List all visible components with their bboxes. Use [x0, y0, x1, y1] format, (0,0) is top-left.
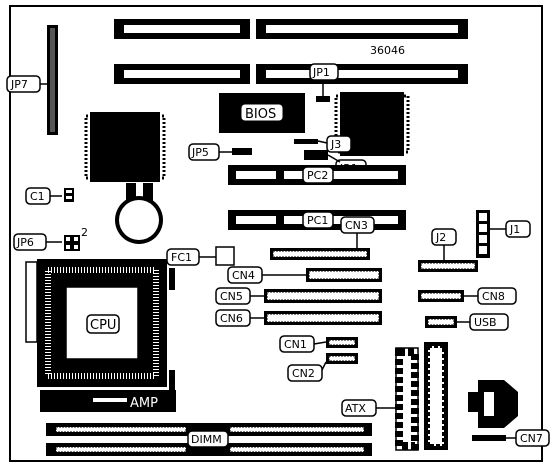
svg-text:JP7: JP7: [10, 78, 28, 91]
svg-text:CN1: CN1: [284, 338, 307, 351]
svg-text:PC1: PC1: [307, 214, 328, 227]
svg-text:CPU: CPU: [90, 318, 116, 333]
jp7-label: JP7: [6, 75, 47, 93]
part-number: 36046: [370, 44, 405, 57]
cn6-connector: CN6: [215, 309, 382, 327]
cn1-connector: CN1: [279, 335, 358, 353]
isa-slots: [114, 19, 468, 84]
svg-text:J2: J2: [435, 231, 446, 244]
cn2-connector: CN2: [287, 353, 358, 382]
cn3-connector: CN3: [270, 216, 375, 260]
battery: [115, 183, 163, 244]
j1-connector: J1: [476, 210, 531, 258]
svg-text:USB: USB: [474, 316, 497, 329]
chipset-left: [84, 112, 166, 182]
svg-text:CN6: CN6: [220, 312, 243, 325]
svg-text:CN7: CN7: [520, 432, 543, 445]
j3-connector: J3: [294, 135, 352, 153]
cn5-connector: CN5: [215, 287, 382, 305]
amp-lever: AMP: [40, 390, 176, 412]
svg-text:BIOS: BIOS: [245, 107, 276, 122]
svg-text:CN4: CN4: [232, 269, 255, 282]
cpu-socket: CPU: [25, 259, 175, 392]
pc1-slot: PC1: [228, 210, 406, 230]
svg-text:ATX: ATX: [345, 402, 366, 415]
svg-text:PC2: PC2: [307, 169, 328, 182]
svg-text:J3: J3: [330, 138, 341, 151]
svg-text:JP1: JP1: [312, 66, 330, 79]
j2-connector: J2: [418, 228, 478, 272]
svg-text:CN5: CN5: [220, 290, 243, 303]
svg-text:J1: J1: [509, 223, 520, 236]
bios-chip: BIOS: [219, 93, 305, 133]
svg-text:CN3: CN3: [345, 219, 368, 232]
svg-text:C1: C1: [30, 190, 45, 203]
c1-jumper: C1: [25, 187, 74, 205]
svg-text:CN8: CN8: [482, 290, 505, 303]
jp5-jumper: JP5: [188, 143, 252, 161]
svg-text:CN2: CN2: [292, 367, 315, 380]
atx-power-connector: ATX: [341, 342, 448, 451]
svg-text:JP5: JP5: [191, 146, 209, 159]
svg-text:2: 2: [81, 226, 88, 239]
svg-text:AMP: AMP: [130, 396, 158, 411]
jp6-jumper: JP6 2: [13, 226, 88, 251]
rear-connector: [468, 380, 518, 428]
chipset-right: [334, 92, 410, 156]
cn8-connector: CN8: [418, 287, 517, 305]
svg-text:FC1: FC1: [171, 251, 192, 264]
cn4-connector: CN4: [227, 266, 382, 284]
cn7-connector: CN7: [472, 429, 550, 447]
usb-connector: USB: [425, 313, 509, 331]
jp7-header: [47, 25, 58, 135]
svg-text:DIMM: DIMM: [191, 433, 222, 446]
jp1-jumper: JP1: [309, 63, 339, 102]
dimm-slots: DIMM: [46, 423, 372, 456]
svg-text:JP6: JP6: [16, 236, 34, 249]
fc1-fan-connector: FC1: [166, 246, 235, 266]
pc2-slot: PC2: [228, 165, 406, 185]
